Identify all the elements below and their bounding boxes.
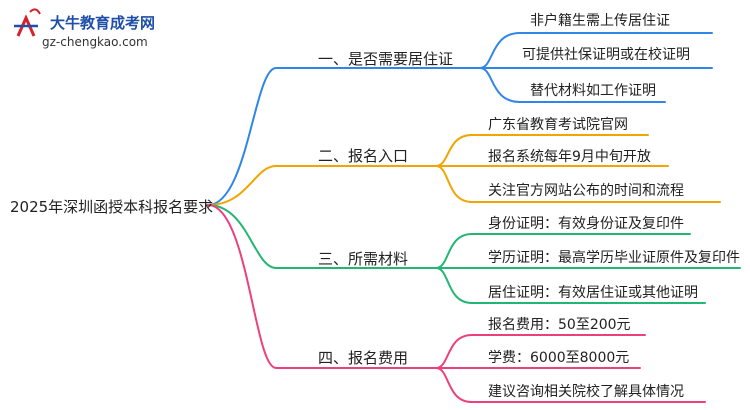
leaf-label: 学历证明：最高学历毕业证原件及复印件 [488, 250, 740, 266]
leaf-connector [435, 267, 706, 304]
leaf-label: 非户籍生需上传居住证 [530, 13, 670, 29]
branch-label-materials: 三、所需材料 [318, 250, 409, 268]
leaf-connector [435, 334, 646, 369]
leaf-connector [435, 367, 706, 403]
branch-connector [207, 165, 437, 206]
logo-url: gz-chengkao.com [42, 35, 148, 49]
leaf-label: 关注官方网站公布的时间和流程 [488, 183, 684, 199]
branch-label-entrance: 二、报名入口 [318, 147, 409, 165]
leaf-label: 身份证明：有效身份证及复印件 [488, 216, 684, 232]
leaf-connector [435, 134, 649, 167]
branch-connector [207, 67, 481, 206]
logo-title: 大牛教育成考网 [50, 14, 156, 32]
leaf-label: 报名系统每年9月中旬开放 [488, 149, 651, 165]
site-logo[interactable]: 大牛教育成考网 gz-chengkao.com [8, 10, 188, 54]
branch-connector [207, 204, 437, 369]
leaf-label: 建议咨询相关院校了解具体情况 [488, 384, 684, 400]
branch-label-residence-permit: 一、是否需要居住证 [318, 50, 454, 68]
leaf-label: 报名费用：50至200元 [488, 317, 631, 333]
logo-mark [14, 8, 41, 37]
leaf-label: 居住证明：有效居住证或其他证明 [488, 285, 698, 301]
leaf-label: 替代材料如工作证明 [530, 83, 656, 99]
branch-connector [207, 204, 437, 269]
leaf-label: 广东省教育考试院官网 [488, 117, 628, 133]
leaf-label: 学费：6000至8000元 [488, 350, 630, 366]
root-topic: 2025年深圳函授本科报名要求 [10, 198, 214, 216]
leaf-connector [479, 67, 666, 103]
leaf-connector [479, 32, 713, 69]
leaf-connector [435, 165, 721, 203]
leaf-connector [435, 233, 691, 269]
leaf-label: 可提供社保证明或在校证明 [522, 47, 690, 63]
branch-label-fees: 四、报名费用 [318, 349, 409, 367]
